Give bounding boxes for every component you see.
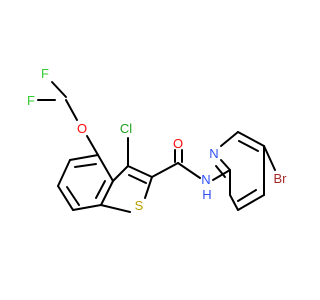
atom-s: S bbox=[135, 198, 144, 213]
bond-C6p-C5p bbox=[237, 131, 265, 147]
atom-labels: F F O Cl O S N N H Br bbox=[27, 66, 287, 213]
bond-C2-S bbox=[144, 176, 153, 199]
bond-C4p-C3p-inner bbox=[237, 189, 257, 202]
atom-h-amide: H bbox=[202, 187, 211, 202]
bond-C5p-Br bbox=[263, 145, 276, 171]
atom-cl: Cl bbox=[120, 121, 132, 136]
bond-C-NH bbox=[177, 162, 201, 179]
bond-C7a-C3a bbox=[100, 180, 114, 206]
bond-C6-C7 bbox=[57, 185, 74, 211]
structure-canvas: F F O Cl O S N N H Br bbox=[27, 66, 287, 213]
bond-C3a-C4 bbox=[97, 154, 114, 182]
bond-F1-CH bbox=[51, 81, 67, 98]
bond-C7a-C3a-inner bbox=[95, 180, 106, 199]
atom-n-amide: N bbox=[201, 172, 210, 187]
bond-O1-C4 bbox=[86, 135, 99, 156]
bond-C3a-C3 bbox=[112, 165, 129, 182]
bond-C4-C5-inner bbox=[74, 163, 97, 168]
bond-C2p-N1 bbox=[220, 159, 231, 171]
bond-C3-C2 bbox=[127, 165, 153, 178]
bond-CH-O1 bbox=[65, 99, 78, 121]
bond-C2p-N1-inner bbox=[215, 165, 226, 178]
bond-C5-C6 bbox=[57, 159, 71, 187]
bond-C4-C5 bbox=[69, 154, 99, 161]
bond-C6-C7-inner bbox=[66, 186, 80, 206]
bond-C3p-C2p bbox=[229, 194, 239, 211]
bonds bbox=[37, 81, 276, 213]
bond-C6p-C5p-inner bbox=[238, 140, 259, 152]
bond-S-C7a bbox=[100, 204, 131, 213]
atom-o2: O bbox=[173, 136, 183, 151]
atom-br: Br bbox=[274, 171, 288, 186]
bond-NH-C2p bbox=[212, 169, 231, 181]
bond-C7-C7a bbox=[72, 204, 102, 211]
atom-n-pyridine: N bbox=[209, 146, 218, 161]
molecule-structure: F F O Cl O S N N H Br bbox=[27, 66, 287, 213]
atom-f1: F bbox=[41, 66, 49, 81]
bond-N1-C6p bbox=[220, 131, 239, 147]
bond-C4p-C3p bbox=[237, 194, 265, 211]
bond-C3-C2-inner bbox=[128, 174, 147, 184]
atom-f2: F bbox=[27, 93, 35, 108]
atom-o1: O bbox=[77, 121, 87, 136]
bond-C2-Ccarbonyl bbox=[151, 162, 179, 178]
